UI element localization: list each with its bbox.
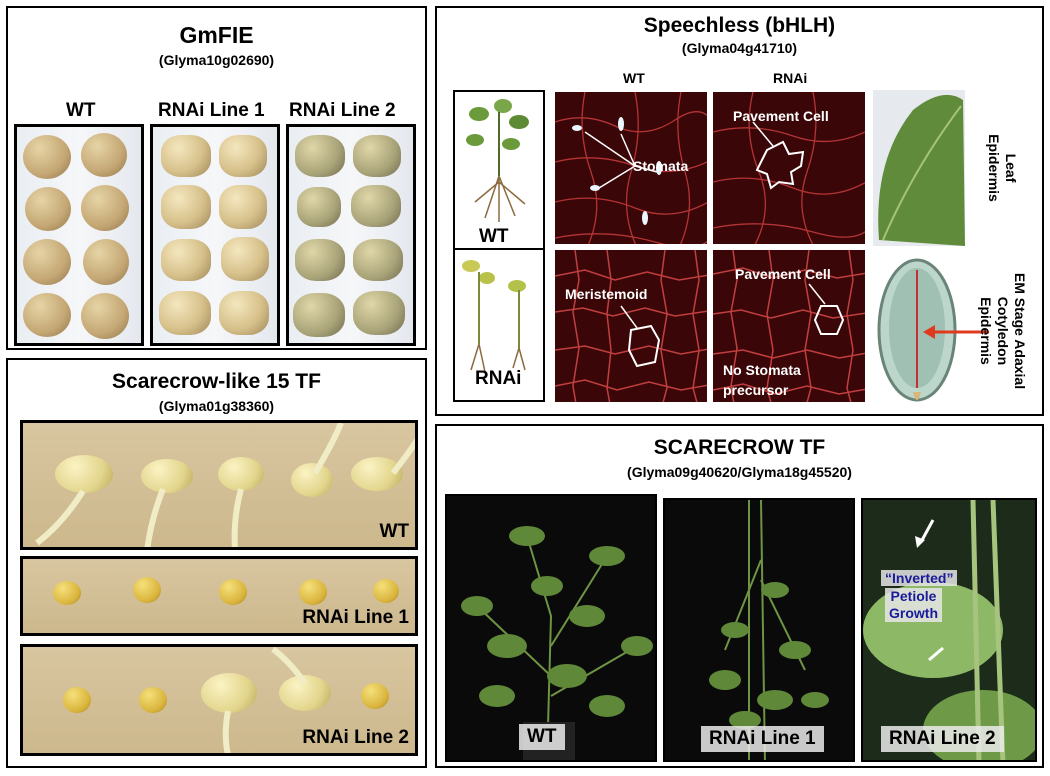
- scarecrow-like-gene: (Glyma01g38360): [158, 398, 275, 414]
- inverted-label: “Inverted”: [881, 570, 958, 586]
- scarecrow-like-label-rnai2: RNAi Line 2: [302, 727, 409, 748]
- speechless-panel: Speechless (bHLH) (Glyma04g41710) WT RNA…: [435, 6, 1044, 416]
- scarecrow-gene: (Glyma09g40620/Glyma18g45520): [627, 464, 852, 480]
- scarecrow-rnai1-photo: RNAi Line 1: [663, 498, 855, 762]
- cotyledon-arrow: [923, 325, 989, 339]
- speechless-title: Speechless (bHLH): [643, 14, 836, 37]
- gmfie-col-rnai2: RNAi Line 2: [289, 100, 396, 121]
- petiole-growth-label: Petiole Growth: [885, 588, 942, 622]
- gmfie-col-rnai1: RNAi Line 1: [158, 100, 265, 121]
- gmfie-title: GmFIE: [179, 22, 254, 48]
- scarecrow-like-label-wt: WT: [379, 521, 409, 542]
- pavement-cell-label-1: Pavement Cell: [733, 108, 829, 124]
- meristemoid-label: Meristemoid: [565, 286, 648, 302]
- micrograph-wt-cotyledon: Meristemoid: [553, 248, 709, 404]
- speechless-col-wt: WT: [623, 70, 645, 86]
- gmfie-rnai1-seeds: [150, 124, 280, 346]
- cotyledon-epidermis-label: EM Stage Adaxial Cotyledon Epidermis: [978, 272, 1028, 390]
- pavement-cell-label-2: Pavement Cell: [735, 266, 831, 282]
- speechless-plant-rnai-label: RNAi: [475, 368, 522, 389]
- scarecrow-title: SCARECROW TF: [653, 436, 826, 459]
- radicle-drawing-2: [222, 647, 308, 753]
- wt-plant-drawing: [466, 99, 529, 222]
- leaf-epidermis-label: Leaf Epidermis: [986, 134, 1019, 202]
- scarecrow-like-rnai1-photo: RNAi Line 1: [20, 556, 418, 636]
- speechless-plants: WT RNAi: [453, 90, 545, 402]
- speechless-plant-wt-label: WT: [479, 226, 509, 247]
- speechless-gene: (Glyma04g41710): [681, 40, 798, 56]
- scarecrow-wt-photo: WT: [445, 494, 657, 762]
- gmfie-rnai2-seeds: [286, 124, 416, 346]
- speechless-col-rnai: RNAi: [773, 70, 808, 86]
- gmfie-gene: (Glyma10g02690): [158, 52, 275, 68]
- cotyledon-illustration: [873, 252, 965, 408]
- rnai-plant-drawing: [462, 260, 526, 373]
- micrograph-rnai-cotyledon: Pavement Cell No Stomata precursor: [711, 248, 867, 404]
- scarecrow-like-title: Scarecrow-like 15 TF: [112, 370, 321, 393]
- no-stomata-label: No Stomata precursor: [723, 362, 801, 398]
- scarecrow-like-rnai2-photo: RNAi Line 2: [20, 644, 418, 756]
- scarecrow-like-wt-photo: WT: [20, 420, 418, 550]
- radicle-drawing: [35, 423, 415, 547]
- gmfie-wt-seeds: [14, 124, 144, 346]
- scarecrow-rnai2-photo: “Inverted” Petiole Growth RNAi Line 2: [861, 498, 1037, 762]
- micrograph-rnai-leaf: Pavement Cell: [711, 90, 867, 246]
- micrograph-wt-leaf: Stomata: [553, 90, 709, 246]
- stomata-label: Stomata: [633, 158, 689, 174]
- scarecrow-like-panel: Scarecrow-like 15 TF (Glyma01g38360) WT …: [6, 358, 427, 768]
- scarecrow-panel: SCARECROW TF (Glyma09g40620/Glyma18g4552…: [435, 424, 1044, 768]
- scarecrow-like-label-rnai1: RNAi Line 1: [302, 607, 409, 628]
- scarecrow-caption-rnai1: RNAi Line 1: [701, 726, 824, 752]
- scarecrow-caption-wt: WT: [519, 724, 565, 750]
- scarecrow-caption-rnai2: RNAi Line 2: [881, 726, 1004, 752]
- gmfie-panel: GmFIE (Glyma10g02690) WT RNAi Line 1 RNA…: [6, 6, 427, 350]
- leaf-photo: [873, 90, 965, 246]
- gmfie-col-wt: WT: [66, 100, 96, 121]
